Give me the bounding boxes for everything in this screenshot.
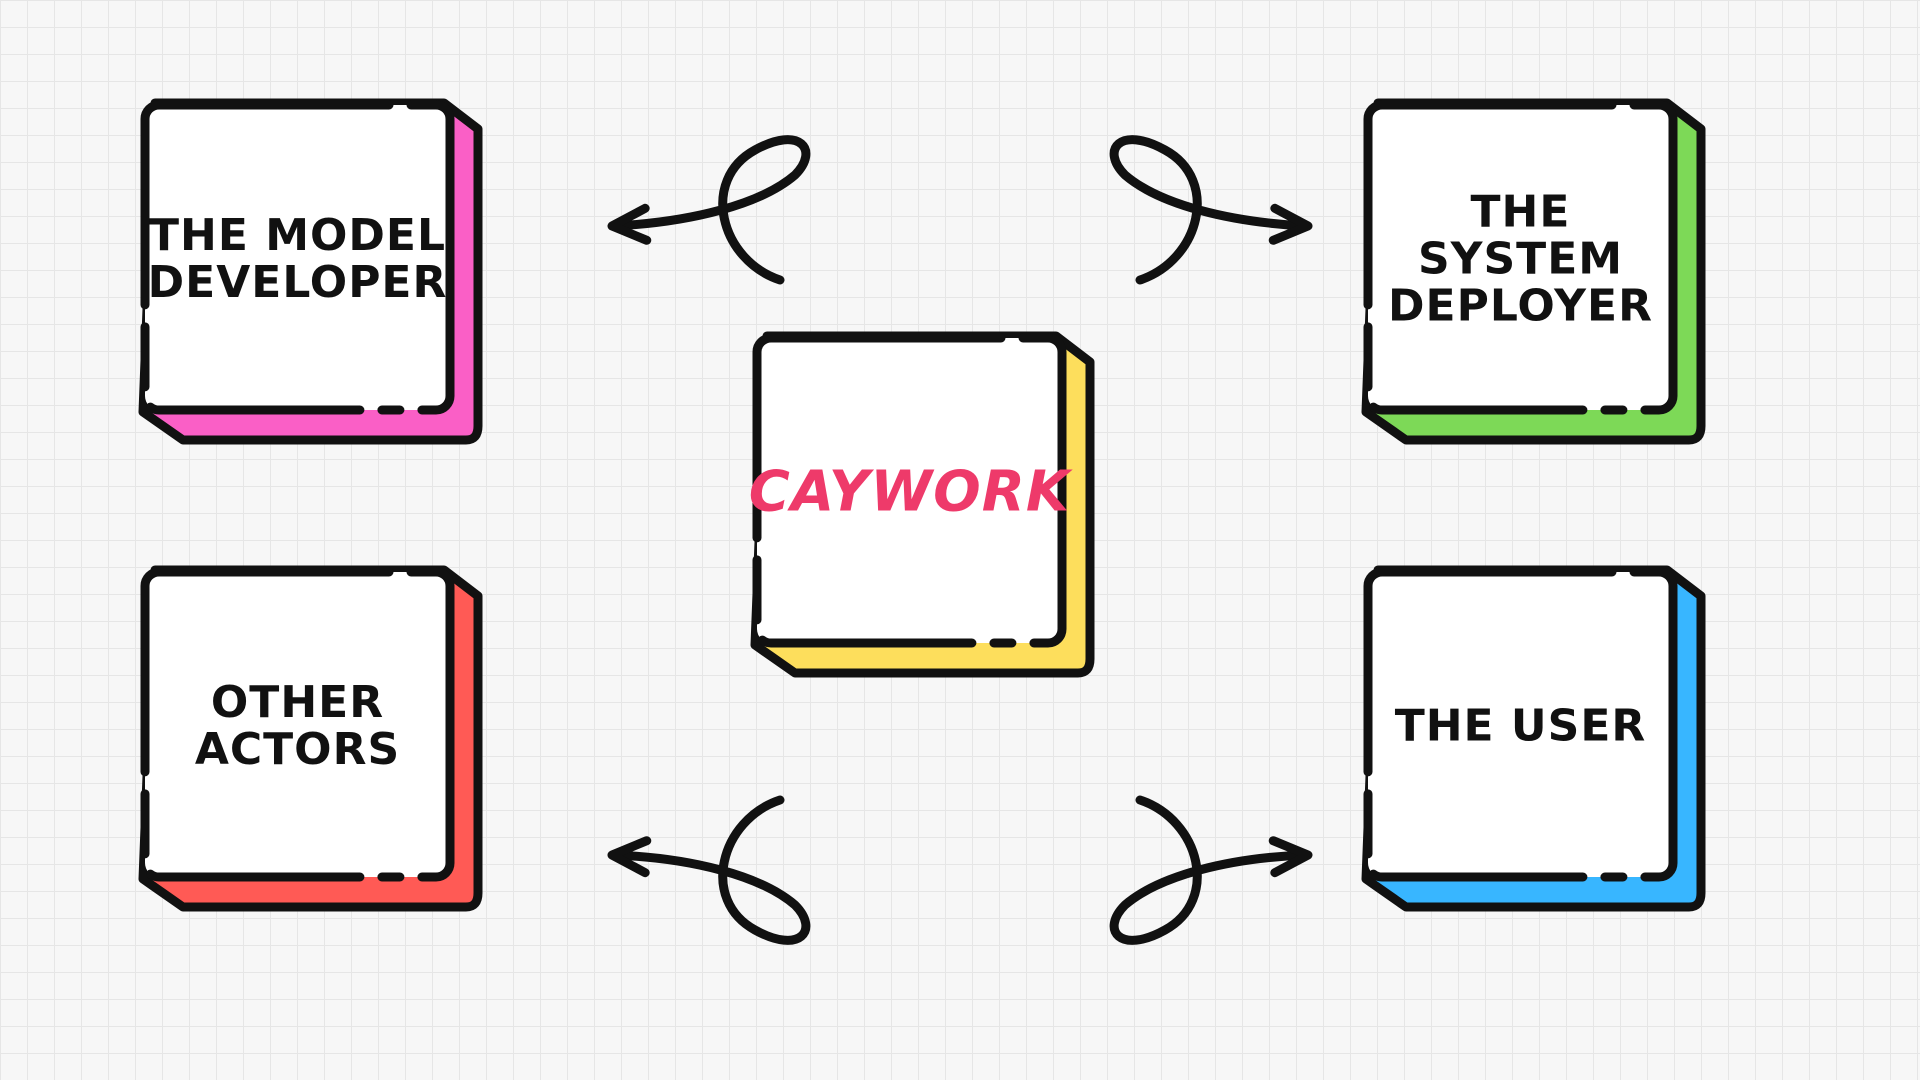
connector-line (610, 135, 811, 285)
actor-label-line: DEPLOYER (1388, 281, 1653, 332)
connector-line (610, 795, 811, 945)
connectors (607, 135, 1313, 945)
connector-line (1109, 135, 1310, 285)
connector-center-to-other-actors (607, 795, 811, 945)
arrowhead (1268, 203, 1313, 245)
box-outline (1363, 100, 1678, 415)
center-box: CAYWORK (749, 331, 1095, 678)
box-outline (140, 100, 455, 415)
connector-center-to-system-deployer (1109, 135, 1313, 285)
arrowhead (1268, 836, 1313, 878)
box-face (145, 572, 450, 877)
actor-label-line: OTHER (211, 677, 384, 728)
connector-center-to-model-developer (607, 135, 811, 285)
actor-label-line: THE USER (1395, 701, 1647, 752)
box-outline (140, 567, 455, 882)
center-label: CAYWORK (749, 460, 1073, 525)
actor-label-line: THE (1471, 187, 1571, 238)
box-face (757, 338, 1062, 643)
box-outline (1363, 567, 1678, 882)
box-face (1368, 572, 1673, 877)
actor-label-line: SYSTEM (1418, 234, 1623, 285)
arrowhead (607, 203, 652, 245)
actor-label-line: ACTORS (195, 724, 400, 775)
box-face (1368, 105, 1673, 410)
box-outline (752, 333, 1067, 648)
arrowhead (607, 836, 652, 878)
actor-box-user: THE USER (1361, 565, 1706, 912)
actor-label-line: THE MODEL (149, 210, 446, 261)
connector-line (1109, 795, 1310, 945)
box-face (145, 105, 450, 410)
connector-center-to-user (1109, 795, 1313, 945)
actor-label-line: DEVELOPER (148, 257, 448, 308)
